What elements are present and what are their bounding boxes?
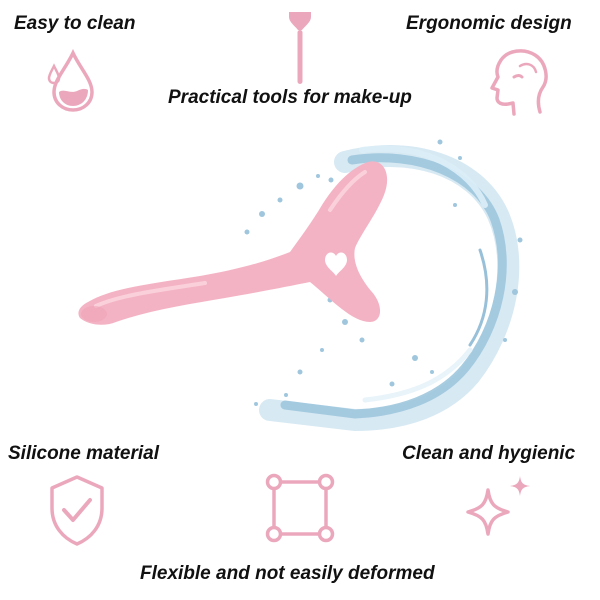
frame-square-icon bbox=[260, 468, 340, 548]
sparkle-icon bbox=[464, 472, 540, 542]
water-droplets bbox=[244, 139, 523, 406]
water-drop-icon bbox=[44, 48, 102, 114]
water-splash bbox=[259, 145, 520, 432]
makeup-brush-icon bbox=[285, 8, 315, 86]
feature-label-easy-to-clean: Easy to clean bbox=[14, 13, 136, 34]
feature-label-practical-tools: Practical tools for make-up bbox=[168, 87, 412, 108]
feature-label-silicone-material: Silicone material bbox=[8, 443, 160, 464]
feature-label-clean-and-hygienic: Clean and hygienic bbox=[402, 443, 576, 464]
feature-label-flexible: Flexible and not easily deformed bbox=[140, 563, 435, 584]
feature-label-ergonomic-design: Ergonomic design bbox=[406, 13, 572, 34]
pink-silicone-tool bbox=[78, 161, 388, 325]
face-profile-icon bbox=[480, 42, 556, 120]
shield-check-icon bbox=[44, 472, 110, 550]
